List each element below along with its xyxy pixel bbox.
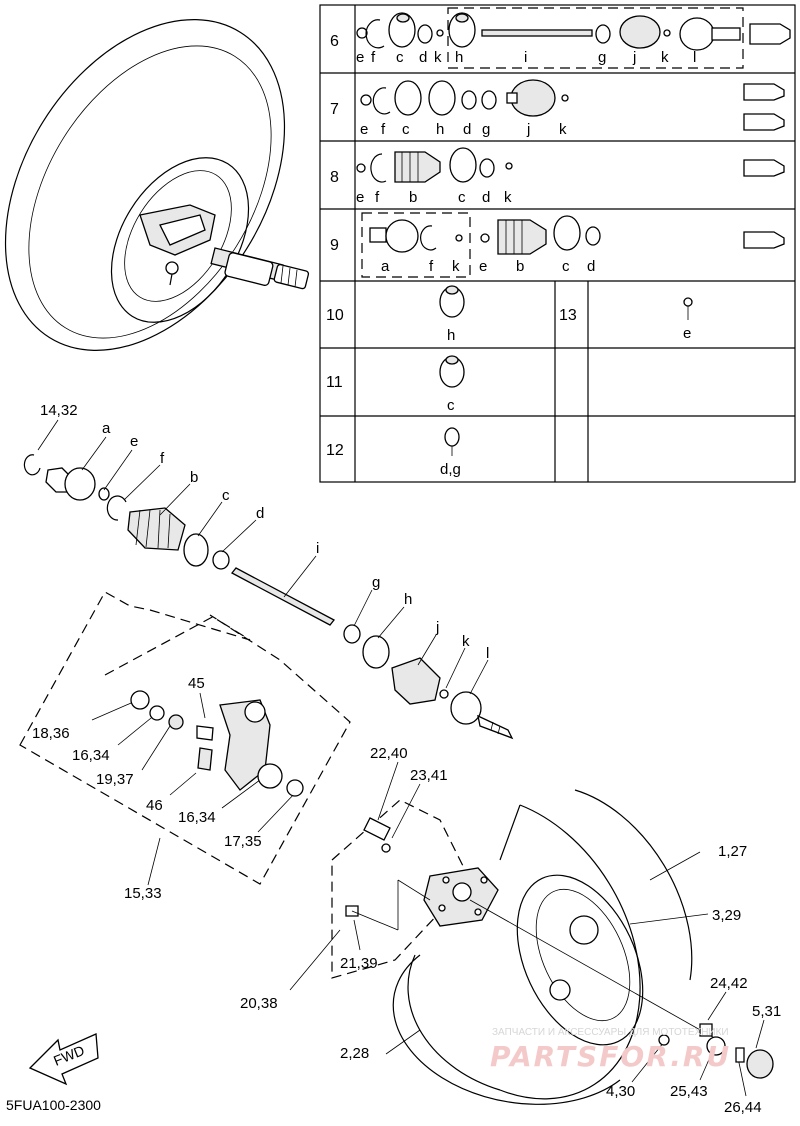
watermark-line-1: ЗАПЧАСТИ И АКСЕССУАРЫ ДЛЯ МОТОТЕХНИКИ [492, 1027, 729, 1038]
row-6-label-k: k [434, 49, 442, 66]
row-8-label-f: f [375, 189, 380, 206]
row-7-label-k: k [559, 121, 567, 138]
callout-46: 46 [146, 797, 163, 814]
callout-21-39: 21,39 [340, 955, 378, 972]
table-row-7-number: 7 [330, 101, 339, 118]
lower-wheel-illustration [392, 789, 774, 1105]
callout-20-38: 20,38 [240, 995, 278, 1012]
row-8-label-e: e [356, 189, 364, 206]
row-9-parts [361, 212, 785, 278]
row-12-clamp [444, 427, 460, 447]
callout-l: l [486, 645, 489, 662]
callout-i: i [316, 540, 319, 557]
row-6-label-l: l [693, 49, 696, 66]
knuckle-group [19, 591, 351, 885]
row-8-label-c: c [458, 189, 466, 206]
row-8-label-b: b [409, 189, 417, 206]
callout-g: g [372, 574, 380, 591]
row-13-circlip [683, 297, 693, 307]
row-6-label-c: c [396, 49, 404, 66]
top-wheel-illustration [4, 19, 310, 351]
callout-16-34-a: 16,34 [72, 747, 110, 764]
leader-lines [37, 419, 765, 1097]
row-6-label-h: h [455, 49, 463, 66]
callout-c: c [222, 487, 230, 504]
callout-25-43: 25,43 [670, 1083, 708, 1100]
row-6-label-f: f [371, 49, 376, 66]
row-7-parts [360, 79, 785, 131]
row-8-parts [356, 147, 785, 183]
callout-5-31: 5,31 [752, 1003, 781, 1020]
table-row-13-number: 13 [559, 307, 577, 324]
callout-f: f [160, 450, 165, 467]
watermark-line-2: PARTSFOR.RU [490, 1040, 731, 1073]
callout-h: h [404, 591, 412, 608]
row-6-parts [356, 7, 791, 69]
row-9-label-b: b [516, 258, 524, 275]
row-9-label-e: e [479, 258, 487, 275]
callout-26-44: 26,44 [724, 1099, 762, 1116]
table-row-6-number: 6 [330, 33, 339, 50]
row-7-label-f: f [381, 121, 386, 138]
row-6-label-e: e [356, 49, 364, 66]
callout-4-30: 4,30 [606, 1083, 635, 1100]
callout-14-32: 14,32 [40, 402, 78, 419]
row-9-label-a: a [381, 258, 390, 275]
row-12-label-dg: d,g [440, 461, 461, 478]
callout-e: e [130, 433, 138, 450]
row-10-label-h: h [447, 327, 455, 344]
row-8-label-k: k [504, 189, 512, 206]
row-7-label-d: d [463, 121, 471, 138]
row-7-label-h: h [436, 121, 444, 138]
row-6-label-j: j [632, 49, 636, 66]
row-9-label-d: d [587, 258, 595, 275]
row-7-label-c: c [402, 121, 410, 138]
callout-1-27: 1,27 [718, 843, 747, 860]
row-7-label-j: j [526, 121, 530, 138]
callout-22-40: 22,40 [370, 745, 408, 762]
callout-d: d [256, 505, 264, 522]
row-6-label-i: i [524, 49, 527, 66]
row-9-label-c: c [562, 258, 570, 275]
row-6-label-g: g [598, 49, 606, 66]
row-9-label-f: f [429, 258, 434, 275]
callout-15-33: 15,33 [124, 885, 162, 902]
table-row-8-number: 8 [330, 169, 339, 186]
callout-17-35: 17,35 [224, 833, 262, 850]
callout-24-42: 24,42 [710, 975, 748, 992]
callout-k: k [462, 633, 470, 650]
table-row-12-number: 12 [326, 442, 344, 459]
callout-labels: 14,32 a e f b c d i g h j k l 45 18,36 1… [32, 402, 781, 1116]
diagram-code: 5FUA100-2300 [6, 1097, 101, 1113]
exploded-driveshaft [23, 454, 514, 740]
row-6-label-k2: k [661, 49, 669, 66]
row-8-label-d: d [482, 189, 490, 206]
callout-18-36: 18,36 [32, 725, 70, 742]
row-7-label-g: g [482, 121, 490, 138]
callout-a: a [102, 420, 111, 437]
row-7-label-e: e [360, 121, 368, 138]
forward-arrow-icon: FWD [28, 1033, 99, 1086]
callout-16-34-b: 16,34 [178, 809, 216, 826]
callout-j: j [435, 619, 439, 636]
callout-3-29: 3,29 [712, 907, 741, 924]
callout-2-28: 2,28 [340, 1045, 369, 1062]
callout-45: 45 [188, 675, 205, 692]
row-6-label-d: d [419, 49, 427, 66]
hub-group [331, 799, 499, 979]
row-11-label-c: c [447, 397, 455, 414]
table-row-10-number: 10 [326, 307, 344, 324]
table-row-9-number: 9 [330, 237, 339, 254]
row-13-label-e: e [683, 325, 691, 342]
table-row-11-number: 11 [326, 374, 343, 391]
kit-table: 6 7 8 9 10 11 12 13 e f c d [319, 4, 796, 483]
callout-b: b [190, 469, 198, 486]
row-9-label-k: k [452, 258, 460, 275]
callout-23-41: 23,41 [410, 767, 448, 784]
callout-19-37: 19,37 [96, 771, 134, 788]
